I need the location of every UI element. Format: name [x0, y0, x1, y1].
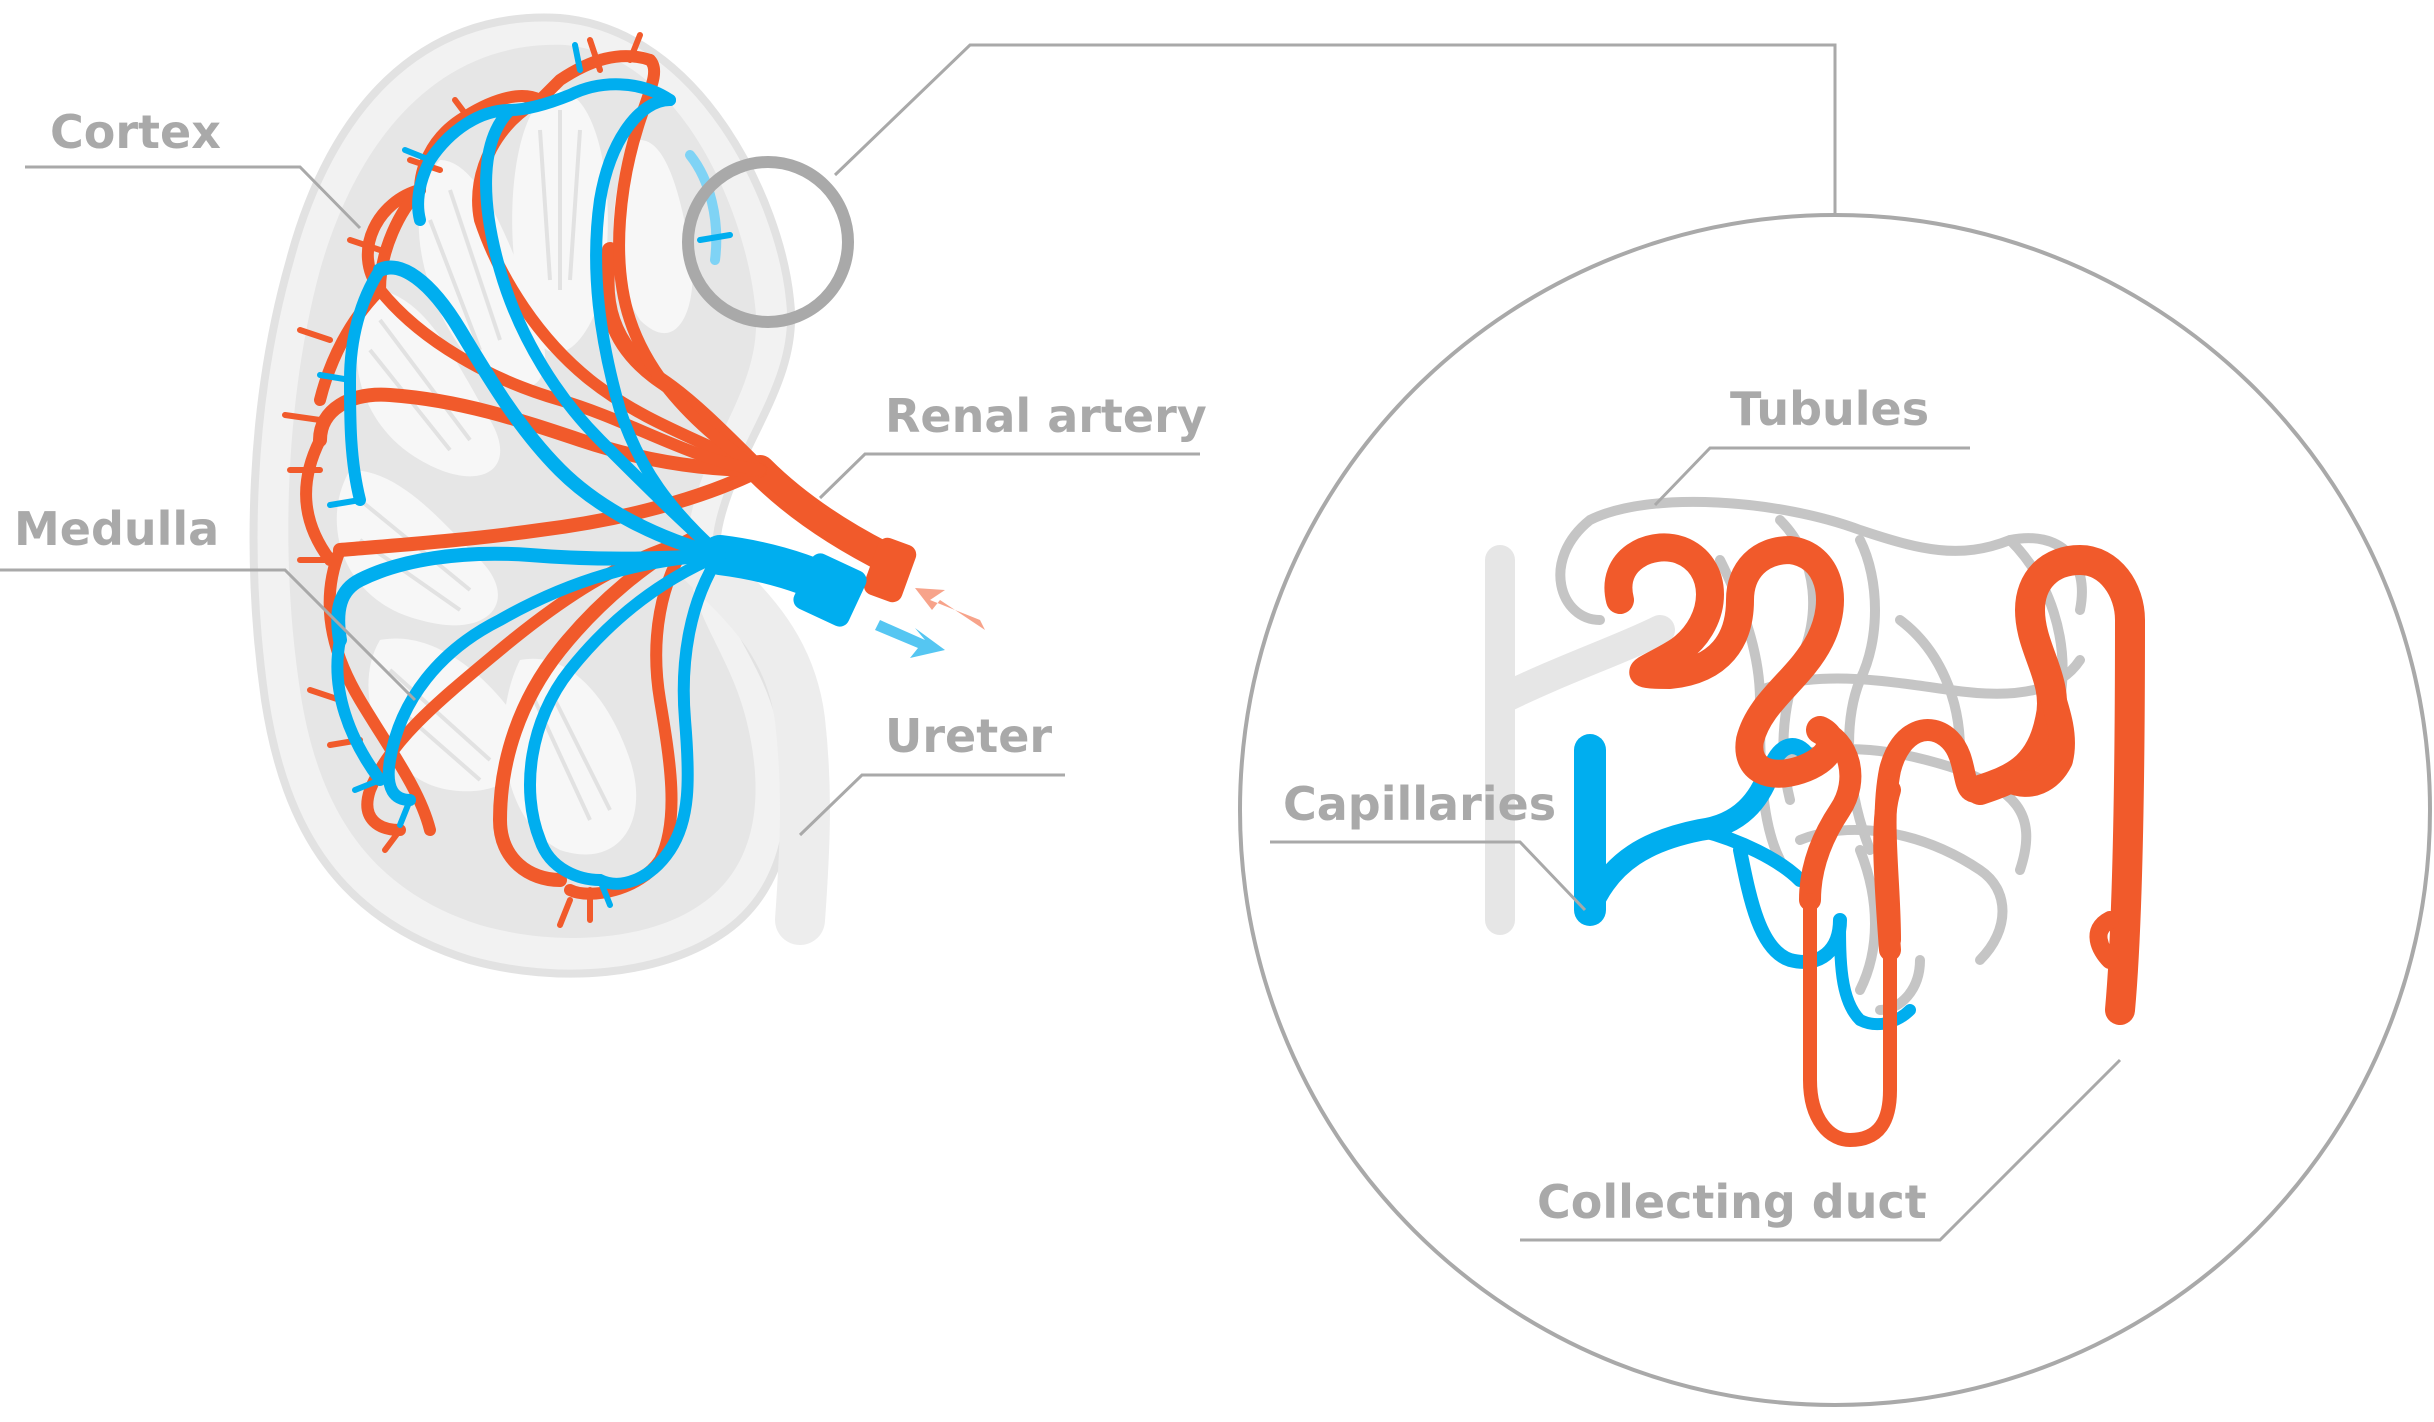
label-medulla: Medulla [14, 502, 219, 556]
renal-vein-trunk [793, 553, 867, 627]
label-medulla-group: Medulla [0, 502, 417, 702]
label-ureter: Ureter [885, 709, 1052, 763]
arterial-twigs [282, 32, 643, 928]
leader-collecting-duct [1520, 1058, 2122, 1242]
label-collecting-duct-group: Collecting duct [1520, 1058, 2122, 1242]
leader-tubules [1653, 446, 1970, 507]
label-renal-artery-group: Renal artery [818, 389, 1207, 500]
leader-ureter [798, 773, 1065, 837]
label-collecting-duct: Collecting duct [1537, 1175, 1927, 1229]
capillary-veins [1574, 734, 1916, 1031]
label-cortex-group: Cortex [25, 105, 362, 230]
nephron-detail [1238, 213, 2432, 1407]
label-tubules-group: Tubules [1653, 382, 1970, 507]
label-renal-artery: Renal artery [885, 389, 1207, 443]
vein-flow-arrow [875, 620, 945, 658]
zoom-connector-line [833, 43, 1837, 220]
kidney [249, 13, 985, 978]
venous-twigs [317, 42, 733, 908]
collecting-duct-shape [1485, 545, 1675, 935]
label-capillaries: Capillaries [1283, 777, 1556, 831]
ureter [675, 535, 830, 945]
label-tubules: Tubules [1730, 382, 1929, 436]
label-cortex: Cortex [50, 105, 221, 159]
leader-renal-artery [818, 452, 1200, 500]
leader-cortex [25, 165, 362, 230]
renal-artery-trunk [863, 537, 917, 603]
leader-medulla [0, 568, 417, 702]
leader-capillaries [1270, 840, 1587, 912]
label-capillaries-group: Capillaries [1270, 777, 1587, 912]
capillary-arteries [1604, 533, 2145, 1147]
zoom-circle [682, 156, 854, 328]
label-ureter-group: Ureter [798, 709, 1065, 837]
artery-flow-arrow [915, 588, 985, 630]
